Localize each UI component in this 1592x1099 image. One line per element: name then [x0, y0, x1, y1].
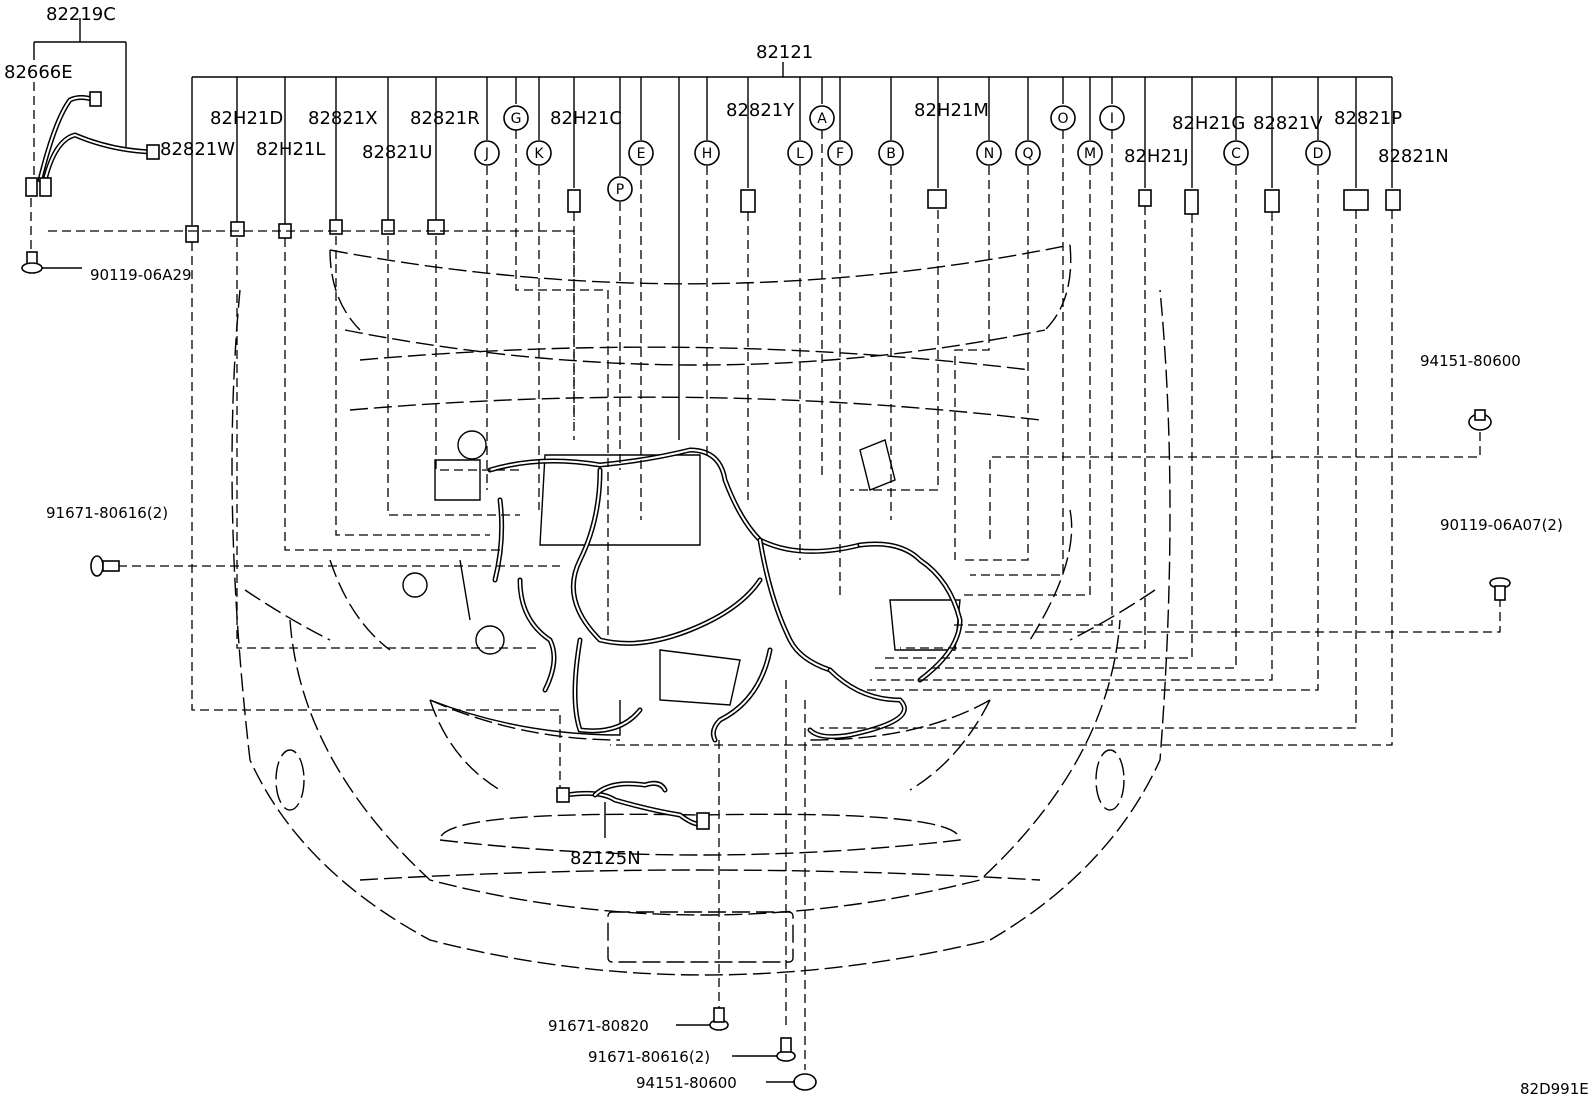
svg-text:Q: Q: [1022, 146, 1033, 162]
reference-code: 82D991E: [1520, 1080, 1589, 1098]
label-82h21m: 82H21M: [914, 100, 989, 121]
fastener-icons: [90, 409, 1511, 1091]
circle-label-k: K: [526, 140, 552, 166]
label-82821v: 82821V: [1253, 113, 1323, 134]
label-91671-80616-left: 91671-80616(2): [46, 504, 168, 522]
label-94151-80600-lower: 94151-80600: [636, 1074, 737, 1092]
label-82821p: 82821P: [1334, 108, 1402, 129]
svg-text:M: M: [1084, 146, 1096, 162]
main-harness-bracket: [191, 62, 1393, 440]
circle-label-e: E: [628, 140, 654, 166]
engine-bay: [402, 430, 961, 736]
label-82821x: 82821X: [308, 108, 378, 129]
circle-label-n: N: [976, 140, 1002, 166]
connector-icons: [185, 189, 1401, 243]
svg-text:F: F: [836, 146, 844, 162]
circle-label-m: M: [1077, 140, 1103, 166]
svg-text:H: H: [702, 146, 713, 162]
svg-text:A: A: [817, 111, 827, 127]
svg-text:N: N: [984, 146, 994, 162]
label-82666e: 82666E: [4, 62, 73, 83]
part-labels: 82219C 82666E 82121 82821W 82H21D 82H21L…: [4, 4, 1589, 1098]
label-82821r: 82821R: [410, 108, 480, 129]
label-90119-06a29: 90119-06A29: [90, 266, 192, 284]
svg-text:K: K: [534, 146, 544, 162]
label-82821y: 82821Y: [726, 100, 795, 121]
dashed-leaders: [48, 130, 1501, 1070]
svg-text:E: E: [637, 146, 646, 162]
circle-label-o: O: [1050, 105, 1076, 131]
circle-label-h: H: [694, 140, 720, 166]
label-91671-80616-lower: 91671-80616(2): [588, 1048, 710, 1066]
car-body-outline: [231, 244, 1171, 976]
svg-text:O: O: [1057, 111, 1068, 127]
svg-text:L: L: [796, 146, 804, 162]
sub-harness-82219c: [21, 18, 160, 274]
svg-text:G: G: [511, 111, 522, 127]
label-82821n: 82821N: [1378, 146, 1449, 167]
label-82821u: 82821U: [362, 142, 432, 163]
sub-harness-82125n: [556, 780, 710, 838]
main-harness-wires: [487, 447, 963, 743]
svg-text:C: C: [1231, 146, 1241, 162]
svg-text:J: J: [484, 146, 489, 162]
circle-label-a: A: [809, 105, 835, 131]
circle-labels: G A O I J K E H: [474, 105, 1331, 202]
svg-text:I: I: [1110, 111, 1114, 127]
circle-label-c: C: [1223, 140, 1249, 166]
label-82h21c: 82H21C: [550, 108, 622, 129]
circle-label-p: P: [607, 176, 633, 202]
label-82121: 82121: [756, 42, 813, 63]
svg-text:B: B: [886, 146, 896, 162]
label-82h21l: 82H21L: [256, 139, 325, 160]
label-94151-80600-right: 94151-80600: [1420, 352, 1521, 370]
label-82h21j: 82H21J: [1124, 146, 1189, 167]
label-82h21d: 82H21D: [210, 108, 283, 129]
label-82219c: 82219C: [46, 4, 116, 25]
circle-label-q: Q: [1015, 140, 1041, 166]
circle-label-i: I: [1099, 105, 1125, 131]
circle-label-f: F: [827, 140, 853, 166]
circle-label-d: D: [1305, 140, 1331, 166]
circle-label-g: G: [503, 105, 529, 131]
label-82821w: 82821W: [160, 139, 235, 160]
circle-label-j: J: [474, 140, 500, 166]
label-82h21g: 82H21G: [1172, 113, 1245, 134]
label-91671-80820: 91671-80820: [548, 1017, 649, 1035]
label-82125n: 82125N: [570, 848, 641, 869]
svg-text:D: D: [1313, 146, 1324, 162]
label-90119-06a07: 90119-06A07(2): [1440, 516, 1563, 534]
circle-label-l: L: [787, 140, 813, 166]
svg-text:P: P: [616, 182, 624, 198]
circle-label-b: B: [878, 140, 904, 166]
